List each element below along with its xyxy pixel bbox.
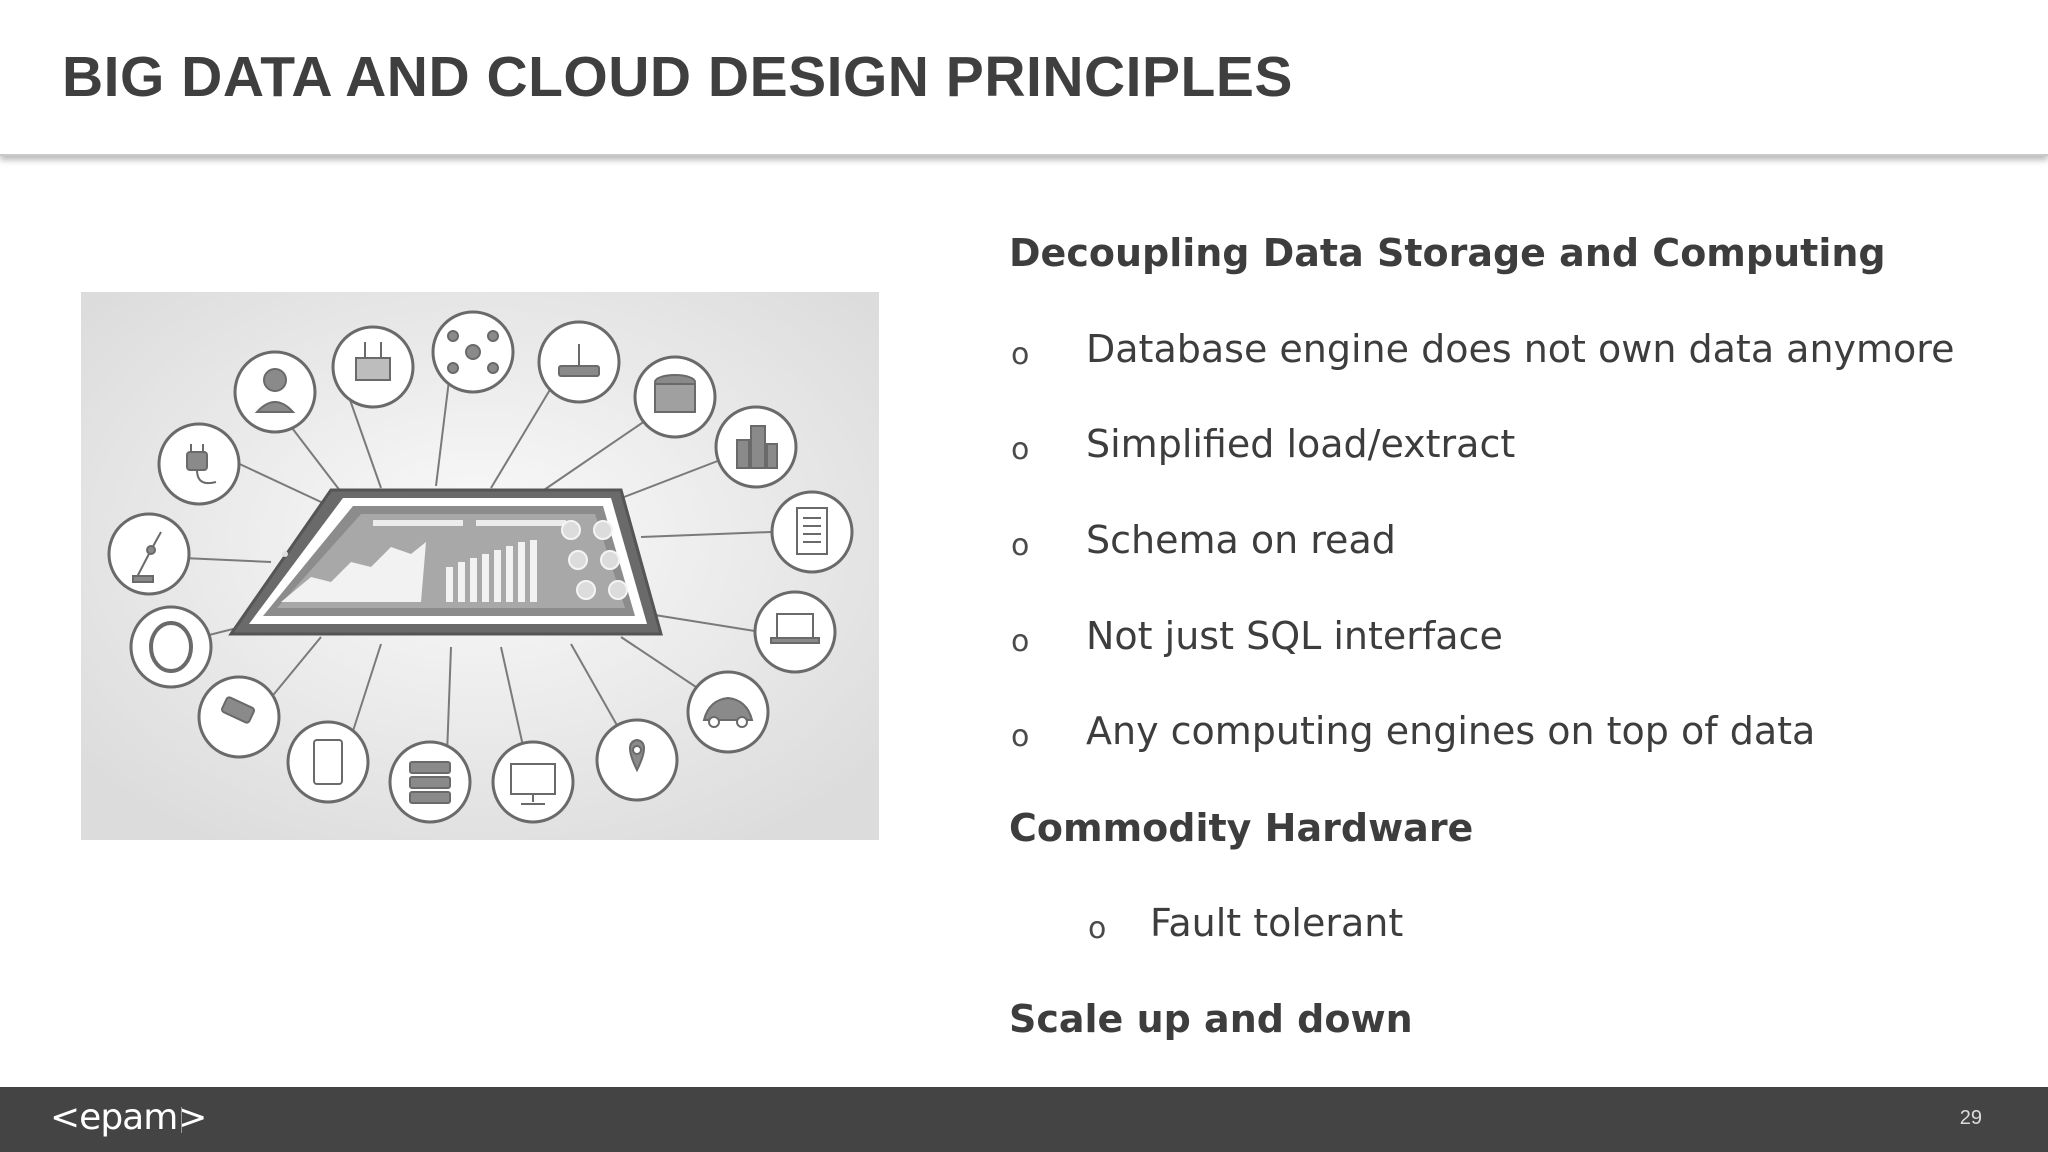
bullet-marker: o <box>1011 528 1030 563</box>
bullet-sql-interface: Not just SQL interface <box>1086 614 1503 658</box>
big-data-illustration <box>81 292 879 840</box>
slide-footer: <epam> 29 <box>0 1087 2048 1152</box>
bullet-database-engine: Database engine does not own data anymor… <box>1086 327 1955 371</box>
logo-divider <box>181 1107 182 1133</box>
page-number: 29 <box>1959 1107 1982 1129</box>
bullet-marker: o <box>1011 624 1030 659</box>
section-heading-decoupling: Decoupling Data Storage and Computing <box>1009 231 1886 275</box>
bullet-marker: o <box>1011 719 1030 754</box>
bullet-fault-tolerant: Fault tolerant <box>1150 901 1404 945</box>
section-heading-scale: Scale up and down <box>1009 997 1413 1041</box>
epam-logo: <epam> <box>50 1097 207 1138</box>
bullet-marker: o <box>1011 432 1030 467</box>
section-heading-commodity-hardware: Commodity Hardware <box>1009 806 1474 850</box>
bullet-schema-on-read: Schema on read <box>1086 518 1396 562</box>
bullet-computing-engines: Any computing engines on top of data <box>1086 709 1816 753</box>
slide-header: BIG DATA AND CLOUD DESIGN PRINCIPLES <box>0 0 2048 156</box>
bullet-marker: o <box>1088 911 1107 946</box>
bullet-load-extract: Simplified load/extract <box>1086 422 1516 466</box>
slide-title: BIG DATA AND CLOUD DESIGN PRINCIPLES <box>62 45 1293 109</box>
bullet-marker: o <box>1011 337 1030 372</box>
